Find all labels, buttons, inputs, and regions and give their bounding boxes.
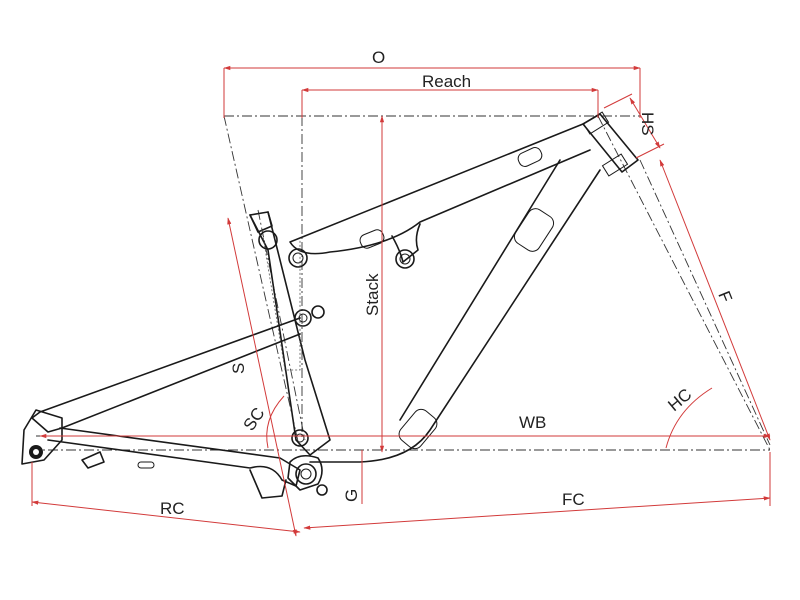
seat-stay [31, 317, 301, 433]
label-hc: HC [664, 385, 695, 415]
label-hs: HS [638, 112, 657, 136]
label-rc: RC [160, 499, 185, 518]
dimension-lines [31, 65, 771, 537]
dimension-labels: O Reach HS Stack F S SC HC WB G RC FC [160, 48, 736, 518]
construction-lines [30, 115, 771, 451]
label-wb: WB [519, 413, 546, 432]
label-o: O [372, 48, 385, 67]
label-f: F [714, 288, 736, 305]
label-g: G [342, 489, 361, 502]
chain-stay [47, 427, 301, 487]
rear-dropout [21, 409, 63, 465]
label-fc: FC [562, 490, 585, 509]
down-tube [309, 169, 601, 463]
label-s: S [229, 363, 248, 374]
bottom-bracket [287, 454, 323, 491]
bike-frame [21, 111, 639, 499]
label-reach: Reach [422, 72, 471, 91]
label-sc: SC [240, 404, 269, 434]
head-tube [582, 113, 639, 173]
top-tube [289, 123, 591, 255]
label-stack: Stack [363, 273, 382, 316]
